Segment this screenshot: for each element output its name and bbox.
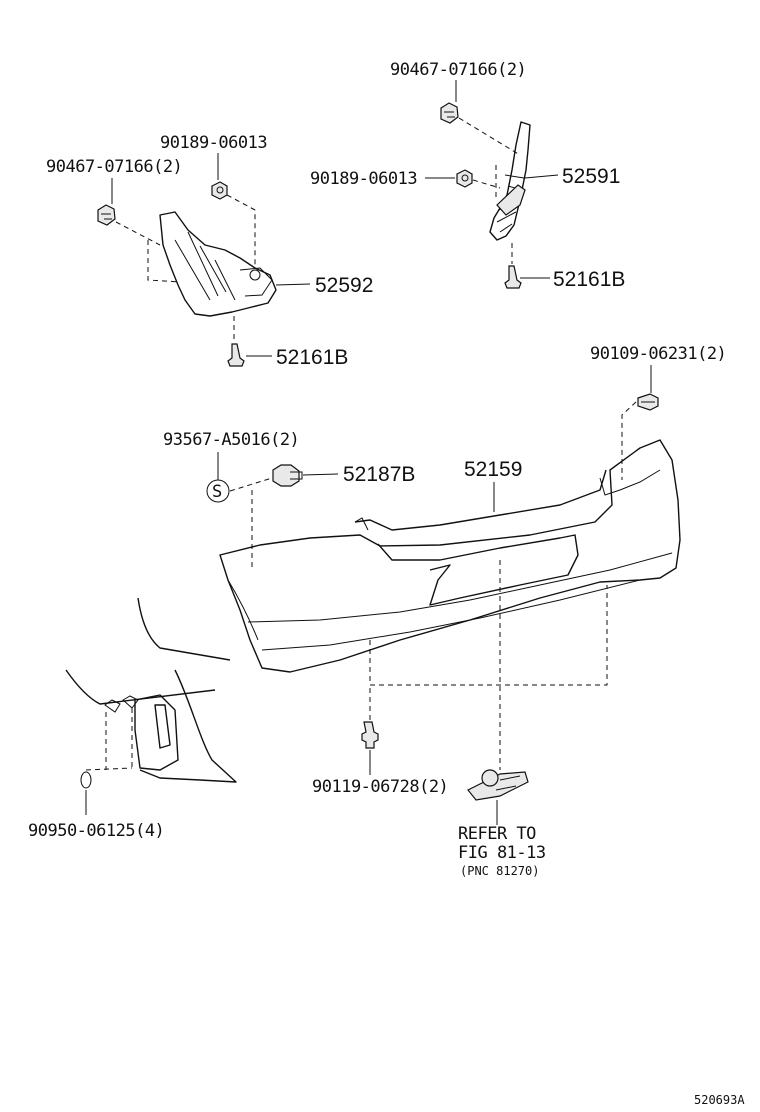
label-bumper-cover: 52159 [464,458,522,481]
label-nut-s: 93567-A5016(2) [163,430,299,450]
nut-icon [211,181,228,200]
clip-icon [504,265,522,289]
mudguard-right-icon [489,121,531,241]
nut-icon [456,169,473,188]
label-plug: 90950-06125(4) [28,821,164,841]
label-clip-right: 52161B [553,268,625,291]
license-lamp-icon [467,769,529,801]
figure-id: 520693A [694,1093,745,1107]
label-screw-top-left: 90467-07166(2) [46,157,182,177]
label-nut-left: 90189-06013 [160,133,267,153]
s-nut-icon: S [206,479,230,503]
mudguard-right-group [425,80,559,289]
reference-line-3: (PNC 81270) [460,864,539,878]
bumper-group: S [206,365,681,825]
label-bolt-52187b: 52187B [343,463,415,486]
s-mark: S [212,482,222,502]
plug-icon [80,771,92,789]
vehicle-body-icon [65,597,237,783]
label-mudguard-right: 52591 [562,165,620,188]
clip-icon [227,343,245,367]
mudguard-left-icon [159,211,277,317]
bolt-icon [272,464,303,487]
clip-icon [361,721,379,749]
screw-icon [440,102,459,124]
reference-line-2: FIG 81-13 [458,843,546,863]
label-clip-bottom: 90119-06728(2) [312,777,448,797]
label-screw-top-right: 90467-07166(2) [390,60,526,80]
label-nut-right: 90189-06013 [310,169,417,189]
reference-line-1: REFER TO [458,824,536,844]
label-screw-bumper-right: 90109-06231(2) [590,344,726,364]
label-mudguard-left: 52592 [315,274,373,297]
screw-icon [97,204,116,226]
mudguard-left-group [97,153,311,367]
bumper-cover-icon [219,439,681,673]
screw-icon [637,393,659,411]
label-clip-left: 52161B [276,346,348,369]
